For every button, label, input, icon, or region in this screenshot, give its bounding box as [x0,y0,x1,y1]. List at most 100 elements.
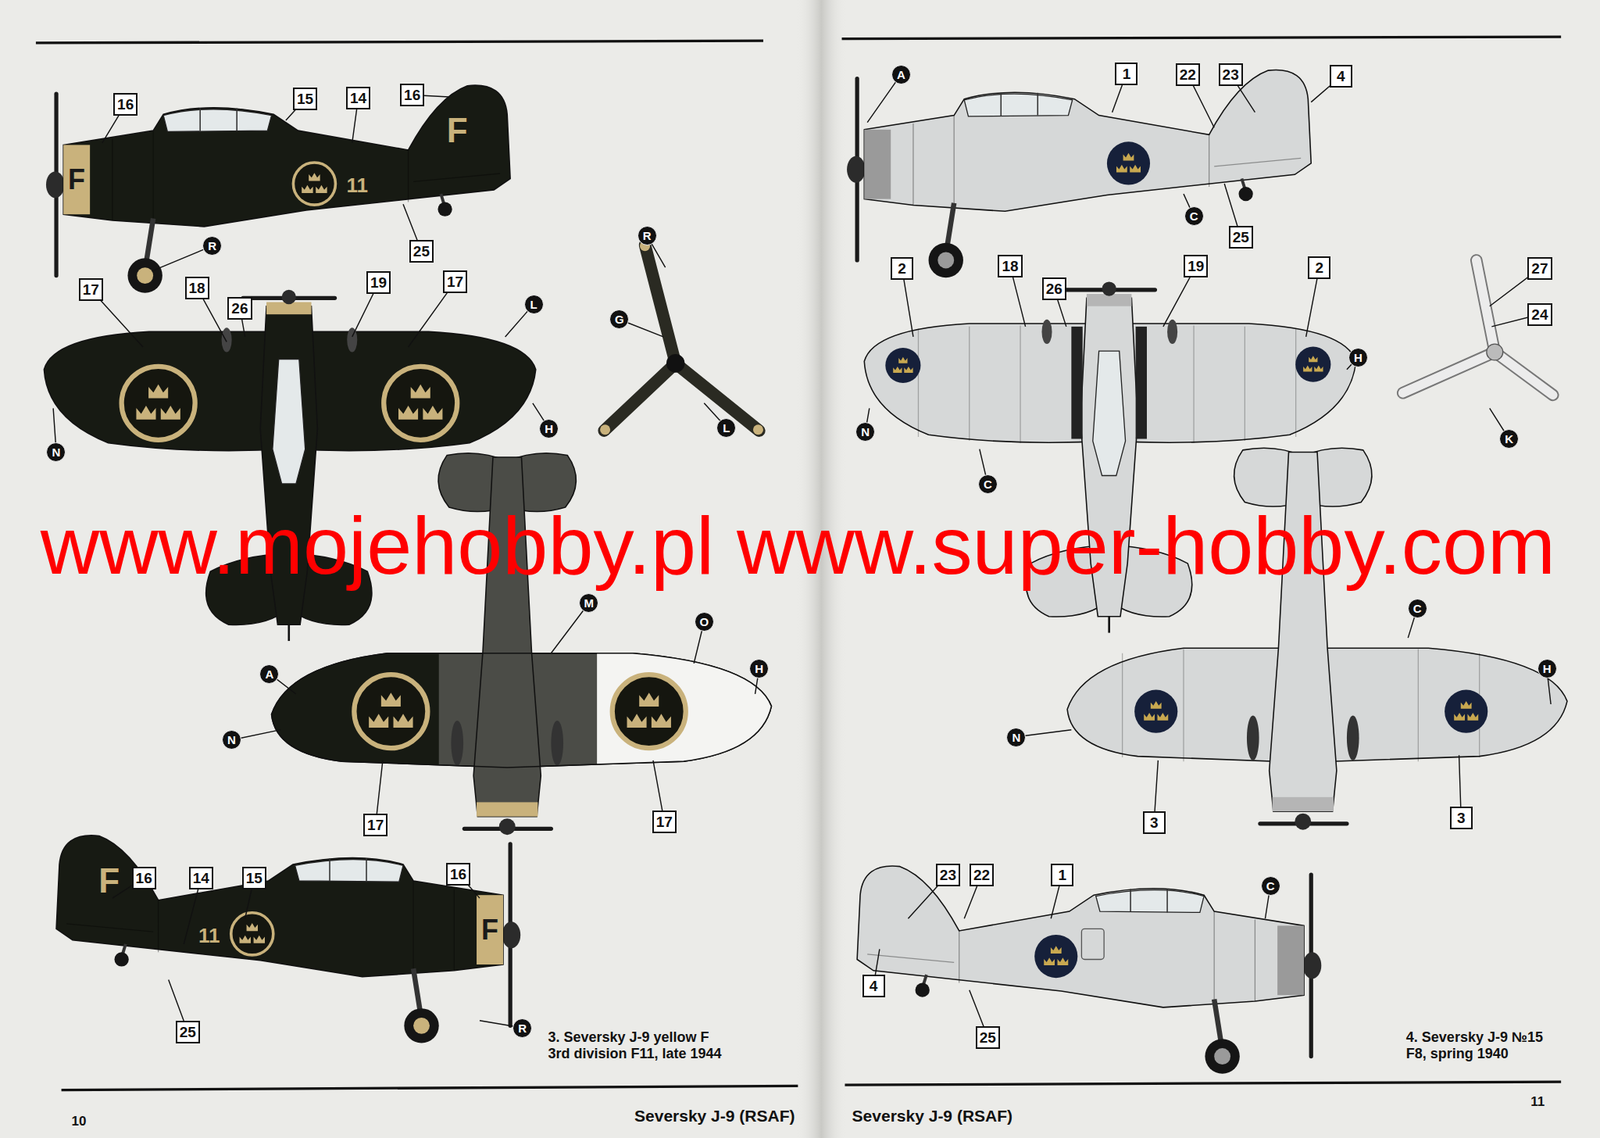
callout-number: 26 [231,300,248,316]
callout-number: L [530,298,538,311]
color-code-circle: N [1006,727,1026,747]
left-side-profile-right [56,835,521,1043]
aircraft-marking: F [446,110,468,152]
page-rules [35,36,1561,1090]
color-code-circle: M [578,592,599,613]
decal-callout-box: 14 [189,866,214,890]
callout-number: 18 [189,280,206,296]
page-number: 11 [1530,1093,1545,1110]
callout-number: N [1011,731,1021,743]
callout-number: C [1266,879,1275,892]
callout-number: 15 [296,91,314,107]
decal-callout-box: 1 [1050,863,1074,886]
decal-callout-box: 25 [175,1020,200,1043]
decal-callout-box: 15 [292,87,318,111]
decal-callout-box: 25 [1228,225,1254,249]
callout-number: A [896,68,906,81]
decal-callout-box: 27 [1527,257,1552,280]
decal-callout-box: 4 [1329,64,1353,88]
decal-callout-box: 1 [1114,62,1138,86]
color-code-circle: R [202,235,222,256]
decal-callout-box: 19 [1183,254,1208,278]
decal-callout-box: 3 [1142,810,1166,834]
decal-callout-box: 3 [1450,806,1473,829]
color-code-circle: A [259,664,279,684]
decal-callout-box: 17 [363,813,388,836]
running-footer: Seversky J-9 (RSAF) [634,1105,795,1125]
callout-number: N [860,425,870,438]
color-code-circle: N [221,729,242,750]
decal-callout-box: 25 [409,239,434,263]
decal-callout-box: 26 [227,296,252,320]
decal-callout-box: 17 [442,270,468,293]
callout-number: 25 [1232,229,1250,245]
color-code-circle: N [46,442,66,462]
callout-number: 22 [1179,67,1197,83]
callout-number: 15 [246,870,263,886]
color-code-circle: H [539,418,559,439]
callout-number: 24 [1531,307,1548,322]
decal-callout-box: 14 [346,86,371,110]
decal-callout-box: 2 [890,257,914,280]
color-code-circle: H [749,658,769,679]
running-footer: Seversky J-9 (RSAF) [852,1105,1013,1125]
color-code-circle: H [1348,347,1368,368]
callout-number: 16 [403,87,421,103]
scheme-caption: 4. Seversky J-9 №15 F8, spring 1940 [1406,1028,1559,1063]
callout-number: 17 [367,817,384,833]
color-code-circle: C [1260,875,1281,896]
right-side-profile [846,70,1311,279]
callout-number: 25 [179,1024,197,1040]
callout-number: K [1504,432,1514,445]
aircraft-marking: F [481,912,499,947]
callout-number: M [583,596,594,609]
aircraft-marking: 11 [346,173,368,198]
callout-number: N [51,446,61,458]
watermark-text: www.mojehobby.pl www.super-hobby.com [40,496,1556,595]
decal-callout-box: 15 [242,866,267,890]
callout-number: A [264,667,274,680]
callout-number: 14 [192,870,210,886]
callout-number: 25 [413,243,430,259]
decal-callout-box: 2 [1307,256,1331,279]
color-code-circle: H [1537,658,1558,679]
callout-number: H [754,662,764,675]
callout-number: 4 [1336,68,1346,84]
callout-number: 18 [1001,258,1018,274]
callout-number: H [544,422,554,435]
callout-number: 22 [973,867,990,883]
decal-callout-box: 17 [652,810,677,833]
decal-callout-box: 19 [366,271,391,294]
decal-callout-box: 16 [113,92,138,116]
callout-number: 1 [1057,867,1067,883]
callout-number: R [207,239,217,252]
callout-number: 16 [135,870,153,886]
callout-number: 2 [1315,260,1325,275]
callout-number: 23 [939,867,957,883]
decal-callout-box: 17 [78,278,104,301]
color-code-circle: L [716,417,736,438]
callout-number: 23 [1222,67,1240,83]
color-code-circle: A [891,64,911,85]
callout-number: 1 [1122,66,1132,82]
callout-number: O [699,615,709,628]
decal-callout-box: 18 [185,276,210,300]
decal-callout-box: 24 [1527,303,1552,326]
callout-number: C [1413,602,1422,615]
decal-callout-box: 25 [975,1025,1000,1049]
decal-callout-box: 23 [935,863,961,886]
callout-number: 3 [1457,810,1466,825]
left-side-profile [46,85,511,293]
color-code-circle: G [609,309,629,329]
color-code-circle: L [524,294,544,315]
decal-callout-box: 22 [969,863,994,886]
callout-number: L [722,421,730,434]
callout-number: 19 [370,275,387,290]
aircraft-marking: 11 [198,923,221,948]
color-code-circle: R [512,1017,533,1038]
right-propeller [1403,260,1554,395]
decal-callout-box: 16 [400,83,425,107]
callout-number: G [614,313,625,325]
callout-number: H [1542,662,1552,675]
